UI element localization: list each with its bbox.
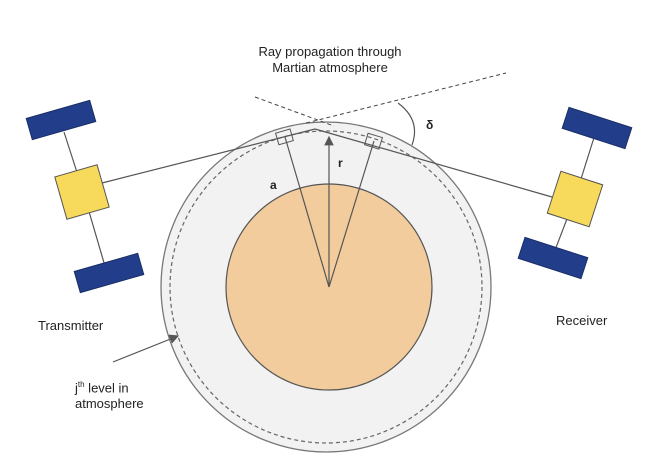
ray-path-receiver — [314, 128, 553, 198]
receiver-solar-panel-top — [561, 106, 633, 150]
transmitter-label: Transmitter — [38, 318, 104, 333]
ray-asymptote-dashed-right — [305, 72, 507, 124]
receiver-satellite — [517, 106, 633, 280]
atmosphere-level-circle — [169, 130, 483, 444]
impact-parameter-label-a: a — [270, 178, 277, 192]
transmitter-satellite — [25, 99, 145, 294]
transmitter-solar-panel-bottom — [73, 252, 145, 294]
atmosphere-level-label: jth level in atmosphere — [75, 377, 144, 412]
receiver-body — [546, 170, 604, 228]
bending-angle-label: δ — [426, 118, 434, 132]
level-prefix: j — [75, 380, 78, 396]
caption-ray-propagation: Ray propagation through Martian atmosphe… — [200, 44, 460, 76]
transmitter-solar-panel-top — [25, 99, 97, 141]
level-text-line-2: atmosphere — [75, 396, 144, 412]
receiver-label: Receiver — [556, 313, 608, 328]
caption-line-2: Martian atmosphere — [272, 60, 388, 75]
radius-line-left — [284, 136, 330, 288]
radius-line-right — [328, 140, 375, 288]
transmitter-body — [54, 164, 110, 220]
radius-label-r: r — [338, 156, 343, 170]
level-pointer-arrow — [112, 334, 180, 363]
receiver-solar-panel-bottom — [517, 236, 589, 280]
level-text-line-1: level in — [84, 380, 129, 396]
ray-asymptote-dashed-left — [254, 96, 335, 127]
ray-path-transmitter — [101, 128, 316, 184]
bending-angle-arc — [397, 102, 416, 146]
right-angle-marker-right — [363, 132, 384, 150]
caption-line-1: Ray propagation through — [258, 44, 402, 59]
level-superscript: th — [77, 380, 85, 389]
